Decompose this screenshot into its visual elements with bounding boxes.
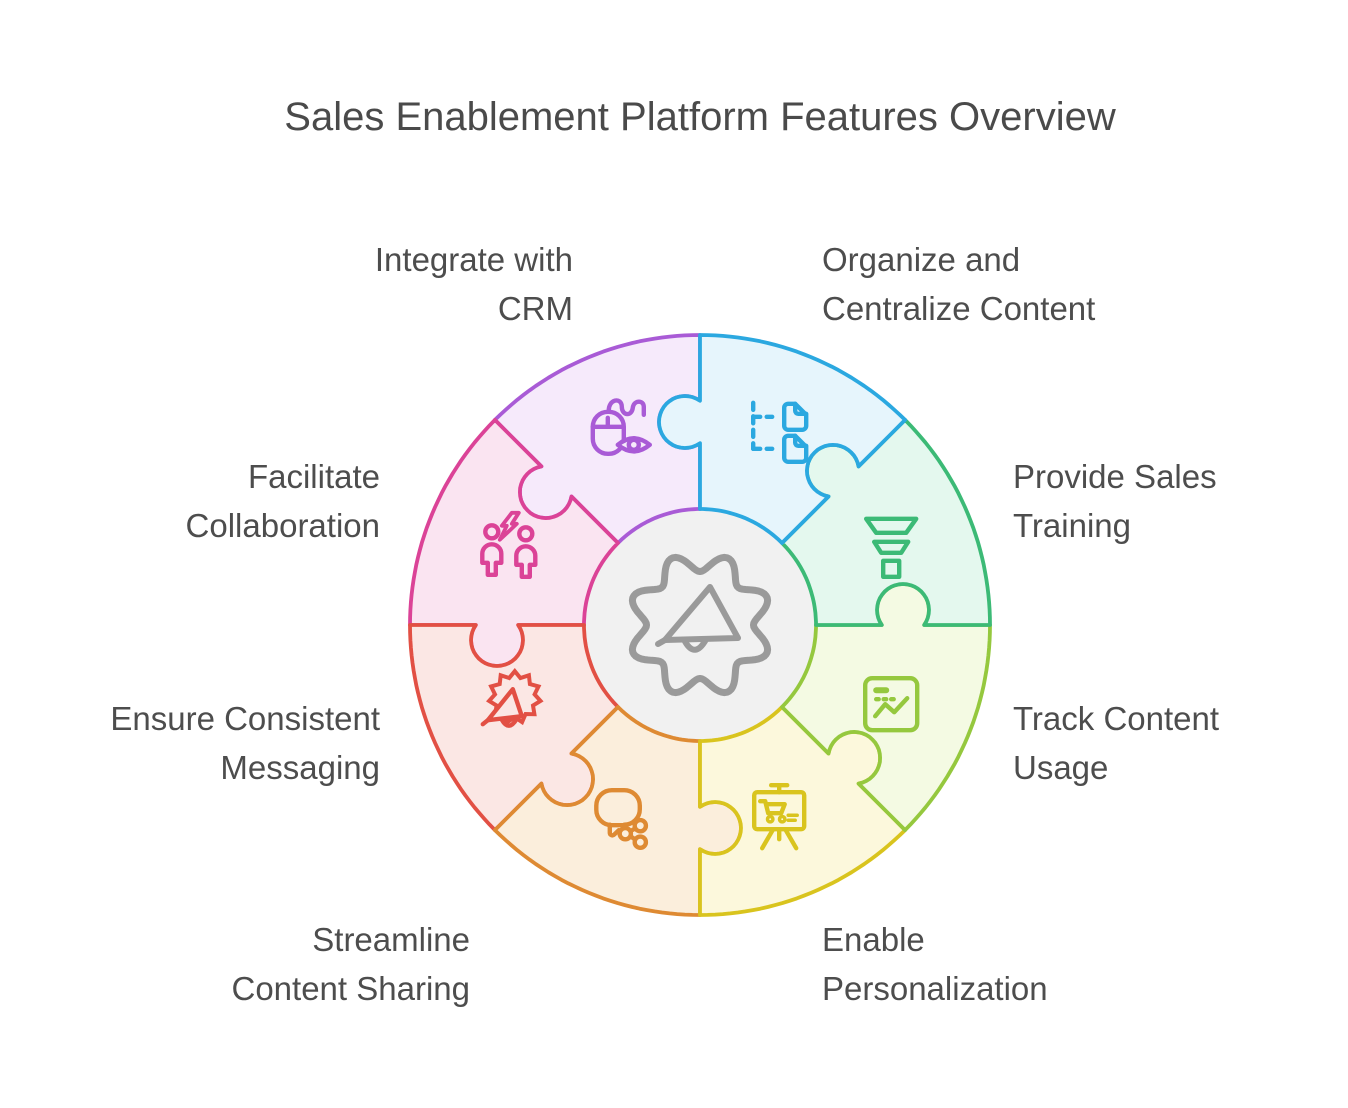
label-line: Organize and [822, 241, 1021, 278]
icon-shape [632, 834, 649, 851]
icon-shape [872, 539, 911, 555]
icon-shape [497, 510, 521, 542]
icon-shape [881, 558, 902, 579]
megaphone-handle [655, 637, 668, 647]
icon-shape [483, 523, 501, 541]
label-facilitate-collaboration: Facilitate Collaboration [186, 452, 380, 550]
icon-shape [782, 401, 809, 432]
bubble-share-icon [594, 788, 649, 851]
icon-shape [480, 542, 504, 577]
icon-shape [777, 814, 787, 824]
label-enable-personalization: Enable Personalization [822, 915, 1048, 1013]
label-line: Enable [822, 921, 925, 958]
mouse-eye-icon [590, 398, 652, 456]
gear-megaphone-icon [628, 553, 772, 697]
icon-shape [517, 525, 535, 543]
icon-shape [863, 676, 920, 733]
icon-shape [793, 401, 809, 416]
icon-shape [606, 398, 646, 417]
icon-shape [864, 516, 919, 535]
icon-shape [626, 437, 641, 452]
icon-shape [499, 716, 519, 728]
easel-cart-icon [752, 783, 807, 851]
icon-shape [607, 822, 621, 838]
label-track-content-usage: Track Content Usage [1013, 694, 1219, 792]
icon-shape [793, 433, 809, 448]
people-bolt-icon [480, 510, 538, 579]
label-line: Centralize Content [822, 290, 1096, 327]
label-line: Usage [1013, 749, 1109, 786]
icon-shape [617, 825, 634, 842]
center-circle [584, 509, 816, 741]
label-line: Collaboration [185, 507, 380, 544]
megaphone-burst-icon [480, 668, 544, 728]
icon-shape [783, 827, 799, 851]
icon-shape [514, 544, 538, 579]
icon-shape [615, 436, 652, 454]
icon-shape [594, 788, 642, 828]
label-line: Provide Sales [1013, 458, 1217, 495]
label-organize-centralize-content: Organize and Centralize Content [822, 235, 1095, 333]
megaphone-cone [662, 584, 741, 643]
label-line: Ensure Consistent [110, 700, 380, 737]
label-line: Facilitate [247, 458, 380, 495]
label-line: Content Sharing [231, 970, 471, 1007]
label-line: Streamline [312, 921, 470, 958]
report-chart-icon [863, 676, 920, 733]
label-line: CRM [497, 290, 573, 327]
icon-shape [758, 799, 787, 816]
label-streamline-content-sharing: Streamline Content Sharing [232, 915, 471, 1013]
icon-shape [760, 827, 776, 851]
label-provide-sales-training: Provide Sales Training [1013, 452, 1217, 550]
label-line: Track Content [1013, 700, 1220, 737]
label-integrate-with-crm: Integrate with CRM [375, 235, 573, 333]
gear-ring [628, 553, 772, 697]
megaphone-mouth [682, 636, 709, 653]
label-ensure-consistent-messaging: Ensure Consistent Messaging [110, 694, 380, 792]
icon-shape [873, 696, 910, 719]
icon-shape [782, 433, 809, 464]
icon-shape [485, 687, 524, 723]
label-line: Personalization [822, 970, 1048, 1007]
label-line: Messaging [220, 749, 380, 786]
icon-shape [765, 814, 775, 824]
page-title: Sales Enablement Platform Features Overv… [284, 95, 1116, 139]
file-tree-icon [751, 400, 809, 464]
funnel-icon [864, 516, 919, 579]
label-line: Integrate with [374, 241, 573, 278]
label-line: Training [1013, 507, 1131, 544]
icon-shape [632, 817, 649, 834]
icon-shape [480, 718, 490, 727]
